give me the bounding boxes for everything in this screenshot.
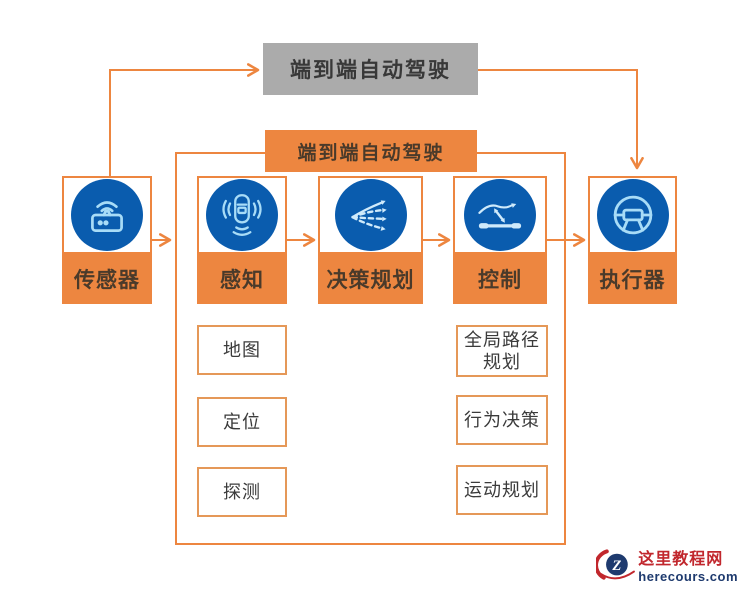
trajectory-control-icon (478, 203, 522, 229)
block-control: 控制 (453, 176, 547, 304)
sub-box-global-path-planning: 全局路径规划 (456, 325, 548, 377)
decision-circle (334, 179, 407, 251)
sub-box-detection: 探测 (197, 467, 287, 517)
sub-box-behavior-decision-label: 行为决策 (464, 410, 540, 430)
sub-box-behavior-decision: 行为决策 (456, 395, 548, 445)
sub-box-detection-label: 探测 (223, 482, 261, 502)
end-to-end-title-box: 端到端自动驾驶 (263, 43, 478, 95)
sub-box-global-path-planning-label: 全局路径规划 (464, 330, 540, 372)
end-to-end-inner-title-box: 端到端自动驾驶 (265, 130, 477, 172)
block-sensor: 传感器 (62, 176, 152, 304)
sub-box-map: 地图 (197, 325, 287, 375)
control-circle (464, 179, 536, 251)
block-label-sensor: 传感器 (62, 254, 152, 304)
perception-circle (206, 179, 278, 251)
perception-car-icon (222, 194, 262, 236)
sensor-icon-area (62, 176, 152, 254)
actuator-icon-area (588, 176, 677, 254)
sub-box-map-label: 地图 (223, 340, 261, 360)
block-actuator: 执行器 (588, 176, 677, 304)
steering-wheel-icon (613, 195, 652, 235)
perception-icon-area (197, 176, 287, 254)
sensor-circle (71, 179, 143, 251)
block-label-actuator: 执行器 (588, 254, 677, 304)
block-label-decision-planning: 决策规划 (318, 254, 423, 304)
decision-icon-area (318, 176, 423, 254)
branching-paths-icon (350, 200, 387, 231)
site-url: herecours.com (638, 568, 738, 584)
site-watermark: Z 这里教程网 herecours.com (596, 543, 738, 590)
block-label-control: 控制 (453, 254, 547, 304)
sensor-icon (91, 201, 123, 232)
sub-box-motion-planning: 运动规划 (456, 465, 548, 515)
control-icon-area (453, 176, 547, 254)
block-perception: 感知 (197, 176, 287, 304)
site-logo-icon: Z (596, 549, 635, 580)
sub-box-localization: 定位 (197, 397, 287, 447)
sub-box-localization-label: 定位 (223, 412, 261, 432)
block-label-perception: 感知 (197, 254, 287, 304)
actuator-circle (596, 179, 669, 251)
site-name: 这里教程网 (638, 550, 724, 568)
sub-box-motion-planning-label: 运动规划 (464, 480, 540, 500)
block-decision-planning: 决策规划 (318, 176, 423, 304)
logo-letter: Z (611, 558, 621, 574)
